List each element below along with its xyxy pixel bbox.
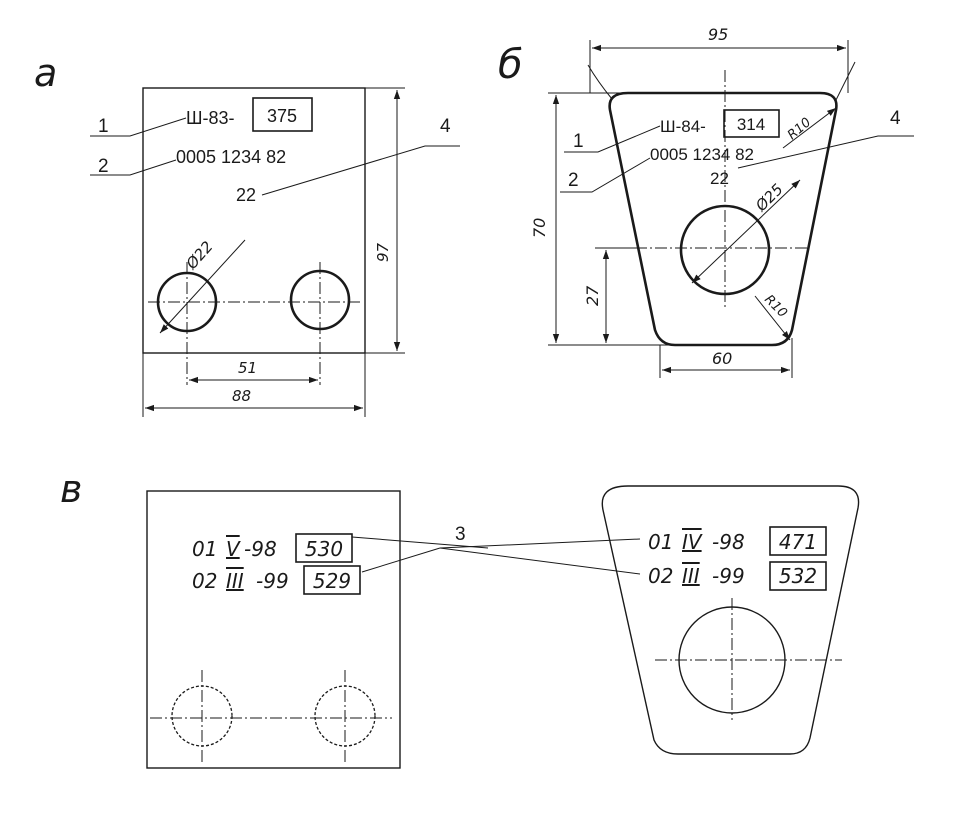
- panel-b-leader-2: [560, 157, 651, 193]
- panel-c-leader-b: [361, 547, 441, 573]
- panel-b: б 95 70 27 Ø25 R10 R10 6: [498, 25, 914, 378]
- panel-b-plate: [608, 91, 838, 347]
- panel-a: а 97 Ø22 51 88 1 2 4 Ш-83-: [34, 51, 460, 417]
- panel-c-leader-a: [351, 536, 489, 549]
- panel-b-plate-code: Ш-84-: [660, 117, 706, 136]
- panel-c-letter: в: [60, 467, 82, 511]
- panel-a-plate-code: Ш-83-: [186, 108, 235, 128]
- panel-b-letter: б: [498, 42, 523, 88]
- panel-b-callout-4: 4: [890, 108, 901, 129]
- panel-b-number-box: [723, 109, 780, 138]
- panel-c-left-plate: [146, 490, 401, 769]
- panel-c-left-row2-year: -99: [256, 569, 289, 593]
- panel-c-left-row1-prefix: 01: [192, 537, 217, 561]
- panel-b-serial: 0005 1234 82: [650, 145, 754, 164]
- panel-c-right-plate: [601, 485, 860, 755]
- panel-a-boxed-number: 375: [267, 106, 297, 126]
- panel-a-callout-4: 4: [440, 116, 451, 137]
- panel-c-right-row1-box: [769, 526, 827, 556]
- panel-c-right-row2-year: -99: [712, 564, 745, 588]
- panel-b-top-dim: 95: [708, 25, 728, 44]
- panel-b-bottom-dim: 60: [712, 349, 732, 368]
- panel-c-left-row2-prefix: 02: [192, 569, 217, 593]
- panel-c-leader-d: [439, 547, 641, 575]
- panel-c-right-row2-box: [769, 561, 827, 591]
- panel-c-right-row1-boxed: 471: [779, 530, 817, 554]
- panel-c-right-row1-prefix: 01: [648, 530, 673, 554]
- panel-b-radius-bottom-leader: [754, 295, 791, 341]
- panel-a-letter: а: [34, 51, 57, 95]
- panel-c-left-row2-box: [303, 565, 361, 595]
- panel-c-left-row1-roman: V: [226, 537, 241, 561]
- panel-a-callout-2: 2: [98, 156, 109, 177]
- panel-c-callout-3: 3: [455, 524, 466, 545]
- panel-b-taper-right: [835, 61, 856, 101]
- panel-c-left-row1-box: [295, 533, 353, 563]
- panel-b-hole-height-dim: 27: [583, 285, 602, 306]
- panel-b-leader-1: [564, 125, 661, 153]
- panel-a-sub-number: 22: [236, 185, 256, 205]
- panel-a-serial: 0005 1234 82: [176, 147, 286, 167]
- panel-c-leader-c: [439, 538, 641, 549]
- panel-c-right-row2-boxed: 532: [779, 564, 817, 588]
- panel-a-number-box: [252, 97, 313, 132]
- panel-b-diameter-leader: [691, 179, 801, 284]
- panel-a-callout-1: 1: [98, 116, 109, 137]
- panel-c-right-row2-roman: III: [682, 564, 700, 588]
- panel-a-plate: [142, 87, 366, 354]
- panel-c-right-row1-year: -98: [712, 530, 745, 554]
- panel-b-callout-2: 2: [568, 170, 579, 191]
- panel-c-left-row2-roman: III: [226, 569, 244, 593]
- panel-c-left-row1-year: -98: [244, 537, 277, 561]
- panel-b-boxed-number: 314: [737, 115, 765, 134]
- panel-a-height-dim: 97: [374, 242, 392, 262]
- panel-a-leader-1: [90, 117, 187, 137]
- panel-a-hole-right: [289, 269, 351, 331]
- panel-a-width-dim: 88: [232, 387, 251, 405]
- panel-c-left-row2-boxed: 529: [313, 569, 351, 593]
- panel-c-right-row1-roman: IV: [682, 530, 703, 554]
- panel-b-sub-number: 22: [710, 169, 729, 188]
- panel-a-leader-4: [261, 145, 460, 196]
- panel-b-radius-top-label: R10: [785, 115, 814, 143]
- panel-c: в 01 V -98 530 02 III -99 529 3 01 IV -9…: [60, 467, 860, 769]
- panel-c-left-row1-boxed: 530: [305, 537, 343, 561]
- panel-a-leader-2: [90, 159, 177, 176]
- panel-b-height-dim: 70: [530, 218, 549, 238]
- panel-b-taper-left: [587, 64, 613, 100]
- panel-b-radius-bottom-label: R10: [761, 292, 790, 321]
- panel-c-right-row2-prefix: 02: [648, 564, 673, 588]
- panel-a-spacing-dim: 51: [238, 359, 257, 377]
- panel-b-leader-4: [737, 135, 914, 169]
- panel-a-diameter-leader: [159, 239, 246, 334]
- panel-b-diameter-label: Ø25: [751, 180, 786, 215]
- panel-b-callout-1: 1: [573, 131, 584, 152]
- panel-b-radius-top-leader: [782, 107, 837, 149]
